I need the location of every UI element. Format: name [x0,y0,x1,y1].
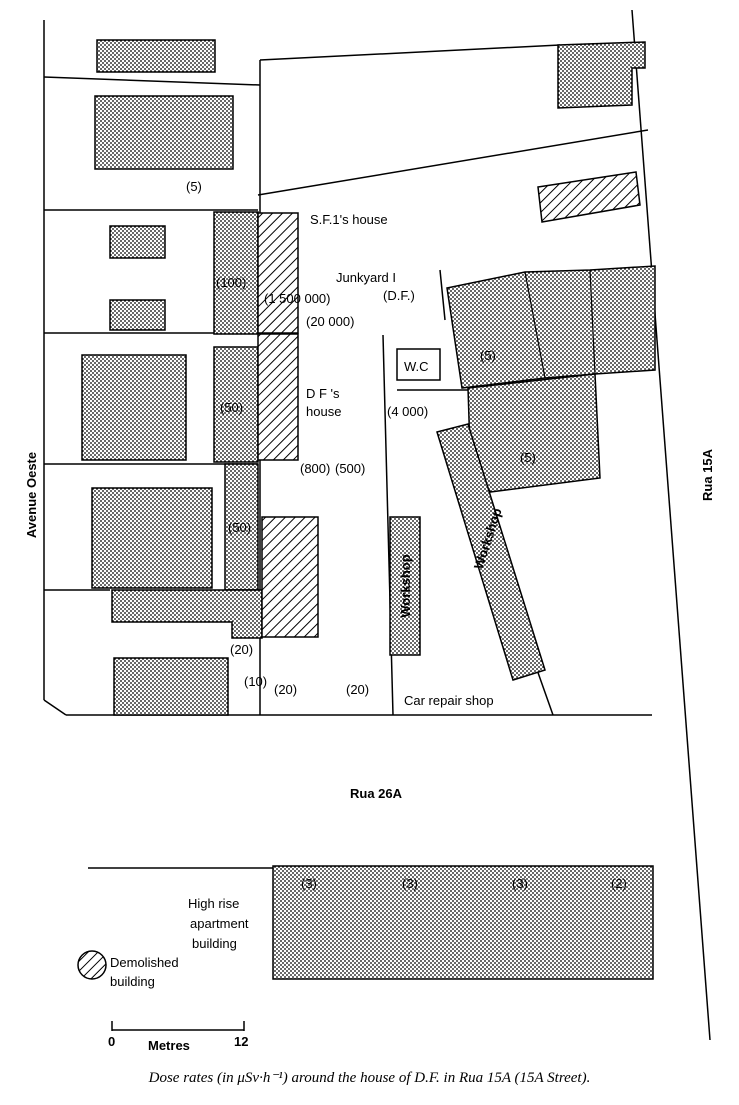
label-junkyard-df: (D.F.) [383,288,415,303]
dose-rate: (50) [228,520,251,535]
dose-rate: (20 000) [306,314,354,329]
building [109,225,166,259]
label-junkyard: Junkyard I [336,270,396,285]
label-df-house: D F 's [306,386,340,401]
dose-rate: (3) [301,876,317,891]
label-car-repair-shop: Car repair shop [404,693,494,708]
dose-rate: (3) [402,876,418,891]
dose-rate: (50) [220,400,243,415]
demolished-buildings [257,171,641,638]
label-sf1-house: S.F.1's house [310,212,388,227]
dose-rate: (500) [335,461,365,476]
building [111,589,263,639]
building [389,516,421,656]
building [213,346,259,463]
demolished-building [257,333,299,461]
dose-rate: (100) [216,275,246,290]
dose-rate: (3) [512,876,528,891]
label-wc: W.C [404,359,429,374]
building [213,211,259,335]
legend: Demolished building [77,950,179,989]
dose-rate: (800) [300,461,330,476]
dose-rate: (5) [186,179,202,194]
dose-rate: (1 500 000) [264,291,331,306]
demolished-building [257,212,299,334]
scale-start: 0 [108,1034,115,1049]
dose-rate: (4 000) [387,404,428,419]
scale-end: 12 [234,1034,248,1049]
dose-rate: (10) [244,674,267,689]
building [96,39,216,73]
internal-dividers [524,269,596,379]
label-apartment-3: building [192,936,237,951]
building [109,299,166,331]
figure-caption: Dose rates (in μSv·h⁻¹) around the house… [148,1070,591,1086]
building [94,95,234,170]
building [446,265,656,389]
dose-rate: (5) [520,450,536,465]
building [467,373,601,493]
street-rua-26a: Rua 26A [350,786,403,801]
building [436,423,546,681]
scale-bar: 0 Metres 12 [108,1021,248,1053]
dose-rate: (5) [480,348,496,363]
legend-demolished-swatch [77,950,107,980]
building [557,41,646,109]
legend-demolished-label: Demolished [110,955,179,970]
dose-rate: (20) [274,682,297,697]
building [113,657,229,716]
demolished-building [537,171,641,223]
legend-demolished-label-2: building [110,974,155,989]
street-avenue-oeste: Avenue Oeste [24,452,39,538]
label-workshop-vertical: Workshop [398,554,413,617]
label-apartment-2: apartment [190,916,249,931]
dose-rate: (2) [611,876,627,891]
dose-rate-labels: (5) (100) (1 500 000) (20 000) (50) (800… [186,179,627,891]
label-apartment: High rise [188,896,239,911]
building [91,487,213,589]
building [81,354,187,461]
buildings [81,39,656,980]
scale-unit: Metres [148,1038,190,1053]
wc-building [396,348,441,381]
apartment-building [272,865,654,980]
demolished-building [261,516,319,638]
dose-rate: (20) [346,682,369,697]
building [224,463,259,591]
dose-rate: (20) [230,642,253,657]
label-df-house-2: house [306,404,341,419]
street-rua-15a: Rua 15A [700,448,715,501]
